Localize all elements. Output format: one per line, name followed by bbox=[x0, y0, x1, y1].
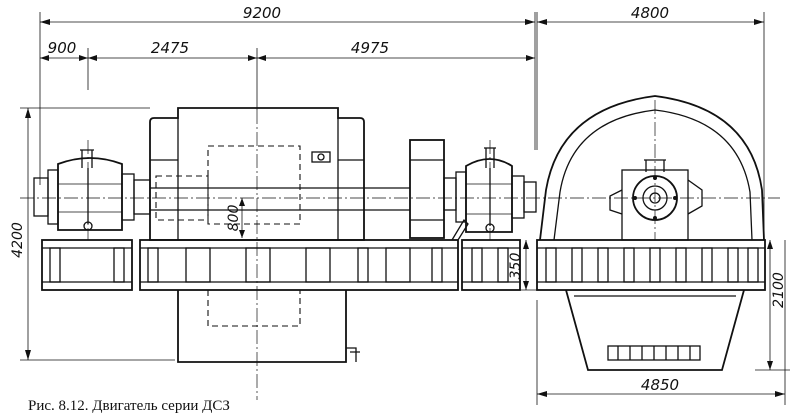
base-frame bbox=[41, 239, 521, 291]
right-gearbox bbox=[451, 147, 537, 241]
dim-overall-length: 9200 bbox=[243, 4, 281, 22]
dim-drum-height: 2100 bbox=[771, 272, 787, 308]
main-motor bbox=[149, 107, 410, 241]
dimension-labels: 9200 4800 900 2475 4975 4850 4200 800 35… bbox=[10, 4, 787, 394]
dim-left-offset: 900 bbox=[48, 39, 77, 57]
dim-span-right: 4975 bbox=[351, 39, 389, 57]
dimension-lines bbox=[20, 12, 790, 405]
left-gearbox bbox=[33, 149, 151, 231]
drum-unit bbox=[536, 95, 766, 371]
coupling bbox=[409, 139, 457, 239]
dim-overall-height: 4200 bbox=[10, 222, 26, 258]
lower-housing bbox=[177, 289, 360, 363]
dim-drum-width-bottom: 4850 bbox=[641, 376, 679, 394]
figure-caption: Рис. 8.12. Двигатель серии ДСЗ bbox=[28, 398, 230, 414]
dim-span-middle: 2475 bbox=[151, 39, 189, 57]
dim-frame-height: 350 bbox=[508, 253, 524, 280]
dim-drum-width-top: 4800 bbox=[631, 4, 669, 22]
dim-shaft-height: 800 bbox=[226, 205, 242, 232]
